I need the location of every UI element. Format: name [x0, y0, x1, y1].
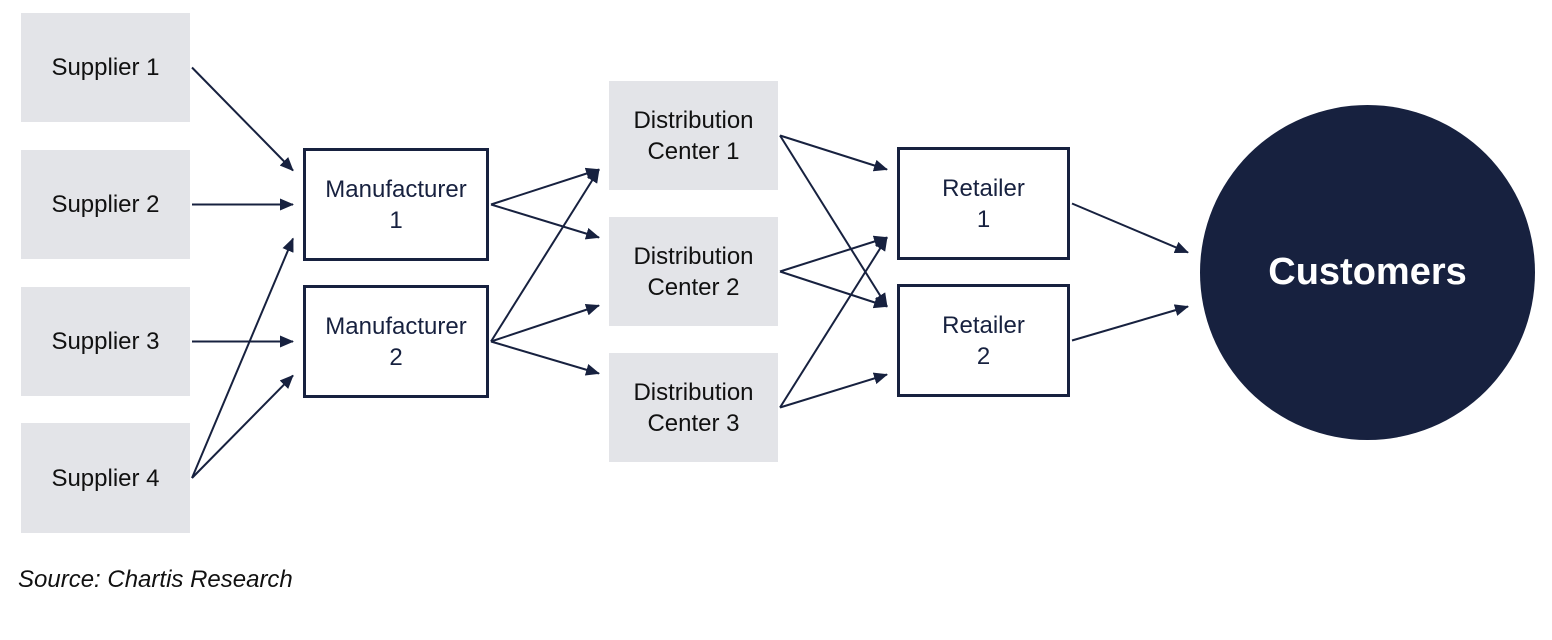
arrow-retailer-2-to-customers — [1071, 304, 1189, 342]
manufacturer-2-label-line2: 2 — [389, 343, 403, 371]
retailer-1: Retailer 1 — [897, 147, 1070, 260]
manufacturer-1-label-line2: 1 — [389, 206, 403, 234]
manufacturer-2-label-line1: Manufacturer — [325, 312, 467, 340]
distribution-center-2: Distribution Center 2 — [609, 217, 778, 326]
distribution-center-1: Distribution Center 1 — [609, 81, 778, 190]
distribution-center-3-label-line2: Center 3 — [647, 409, 740, 437]
retailer-1-label-line2: 1 — [976, 205, 991, 233]
supplier-2-label: Supplier 2 — [51, 191, 160, 218]
arrow-distribution-center-2-to-retailer-2 — [779, 270, 888, 309]
source-note: Source: Chartis Research — [18, 566, 293, 593]
arrow-distribution-center-3-to-retailer-2 — [779, 372, 888, 409]
supplier-3-label: Supplier 3 — [51, 328, 160, 355]
retailer-2-label-line2: 2 — [976, 342, 991, 370]
distribution-center-2-label-line2: Center 2 — [647, 273, 740, 301]
arrow-distribution-center-1-to-retailer-1 — [779, 134, 888, 172]
arrow-manufacturer-1-to-distribution-center-2 — [490, 203, 600, 240]
retailer-1-label-line1: Retailer — [942, 174, 1025, 202]
arrow-manufacturer-2-to-distribution-center-3 — [490, 340, 600, 376]
customers-label: Customers — [1268, 251, 1467, 293]
distribution-center-2-label-line1: Distribution — [633, 242, 754, 270]
arrow-manufacturer-2-to-distribution-center-1 — [490, 168, 600, 343]
manufacturer-1: Manufacturer 1 — [303, 148, 489, 261]
arrow-supplier-4-to-manufacturer-2 — [191, 374, 294, 479]
arrow-retailer-1-to-customers — [1071, 202, 1189, 254]
supplier-1-label: Supplier 1 — [51, 54, 160, 81]
retailer-2: Retailer 2 — [897, 284, 1070, 397]
supplier-1: Supplier 1 — [21, 13, 190, 122]
distribution-center-1-label-line2: Center 1 — [647, 137, 740, 165]
arrow-manufacturer-1-to-distribution-center-1 — [490, 167, 600, 206]
arrow-supplier-4-to-manufacturer-1 — [191, 237, 294, 479]
supplier-4: Supplier 4 — [21, 423, 190, 533]
supplier-3: Supplier 3 — [21, 287, 190, 396]
arrow-distribution-center-3-to-retailer-1 — [779, 236, 888, 409]
arrow-supplier-1-to-manufacturer-1 — [191, 66, 294, 172]
supplier-4-label: Supplier 4 — [51, 464, 160, 492]
distribution-center-1-label-line1: Distribution — [633, 106, 754, 134]
manufacturer-1-label-line1: Manufacturer — [325, 175, 467, 203]
distribution-center-3: Distribution Center 3 — [609, 353, 778, 462]
arrow-distribution-center-1-to-retailer-2 — [779, 134, 888, 308]
manufacturer-2: Manufacturer 2 — [303, 285, 489, 398]
retailer-2-label-line1: Retailer — [942, 311, 1025, 339]
distribution-center-3-label-line1: Distribution — [633, 378, 754, 406]
arrow-manufacturer-2-to-distribution-center-2 — [490, 303, 600, 343]
supplier-2: Supplier 2 — [21, 150, 190, 259]
arrow-distribution-center-2-to-retailer-1 — [779, 235, 888, 273]
customers: Customers — [1200, 105, 1535, 440]
